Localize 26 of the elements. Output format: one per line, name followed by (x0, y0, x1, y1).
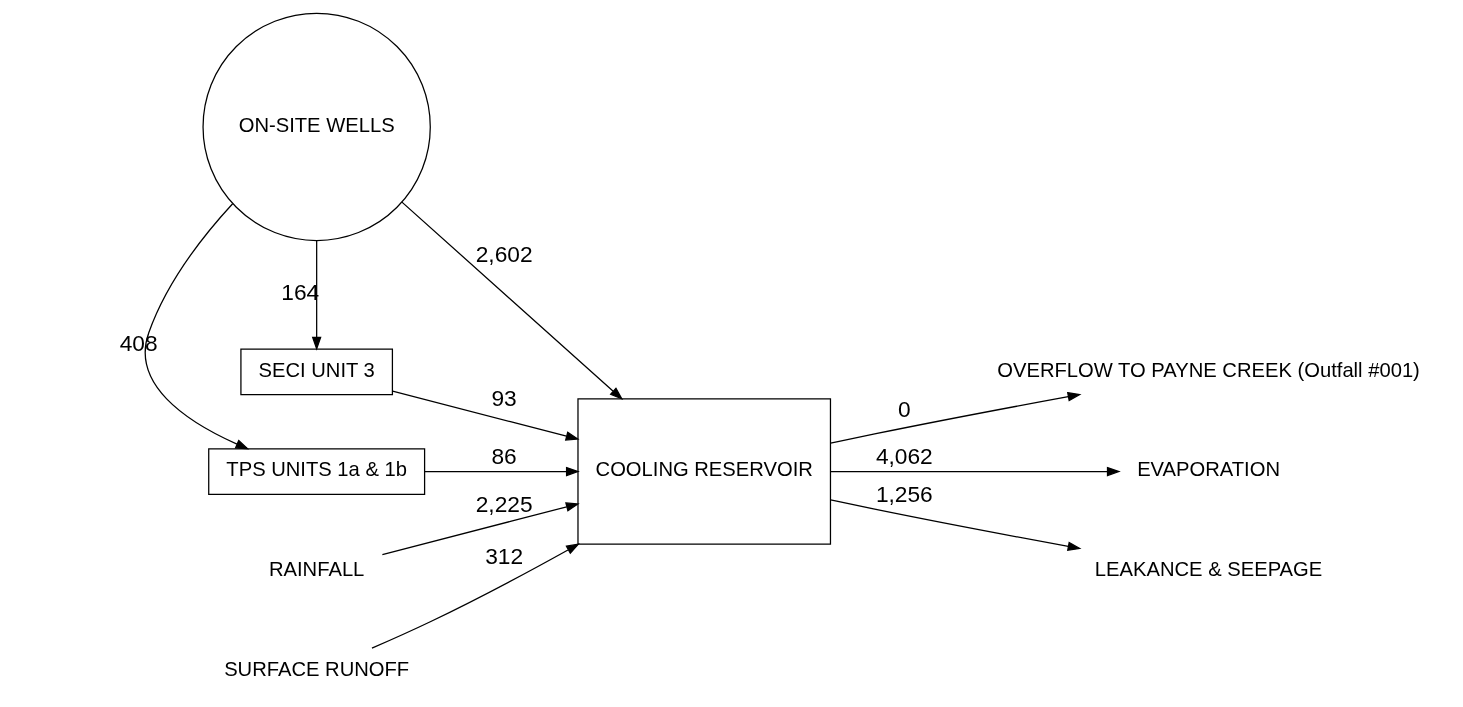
arrow (391, 390, 580, 441)
edge-label: 312 (484, 543, 523, 570)
arrow (423, 466, 580, 477)
edge-label: 4,062 (875, 443, 933, 470)
edge-label: 1,256 (875, 481, 933, 508)
edge-label: 0 (897, 395, 911, 422)
node-text: SURFACE RUNOFF (223, 657, 409, 680)
node-circle: ON-SITE WELLS (201, 12, 431, 242)
edge-label: 86 (490, 443, 517, 470)
edge-label: 2,225 (475, 491, 533, 518)
node-box: SECI UNIT 3 (239, 348, 393, 396)
node-text: EVAPORATION (1136, 458, 1280, 481)
arrow (829, 466, 1121, 477)
arrow (144, 203, 249, 450)
arrow (381, 502, 580, 556)
node-text: OVERFLOW TO PAYNE CREEK (Outfall #001) (996, 358, 1420, 381)
arrow (829, 391, 1081, 444)
node-text: RAINFALL (268, 558, 364, 581)
edge-label: 2,602 (475, 241, 533, 268)
node-box: TPS UNITS 1a & 1b (207, 448, 425, 495)
node-text: LEAKANCE & SEEPAGE (1094, 558, 1322, 581)
node-box: COOLING RESERVOIR (576, 398, 831, 545)
arrow (400, 201, 623, 401)
arrow (829, 499, 1081, 552)
edge-label: 93 (490, 385, 517, 412)
arrow (370, 543, 580, 649)
